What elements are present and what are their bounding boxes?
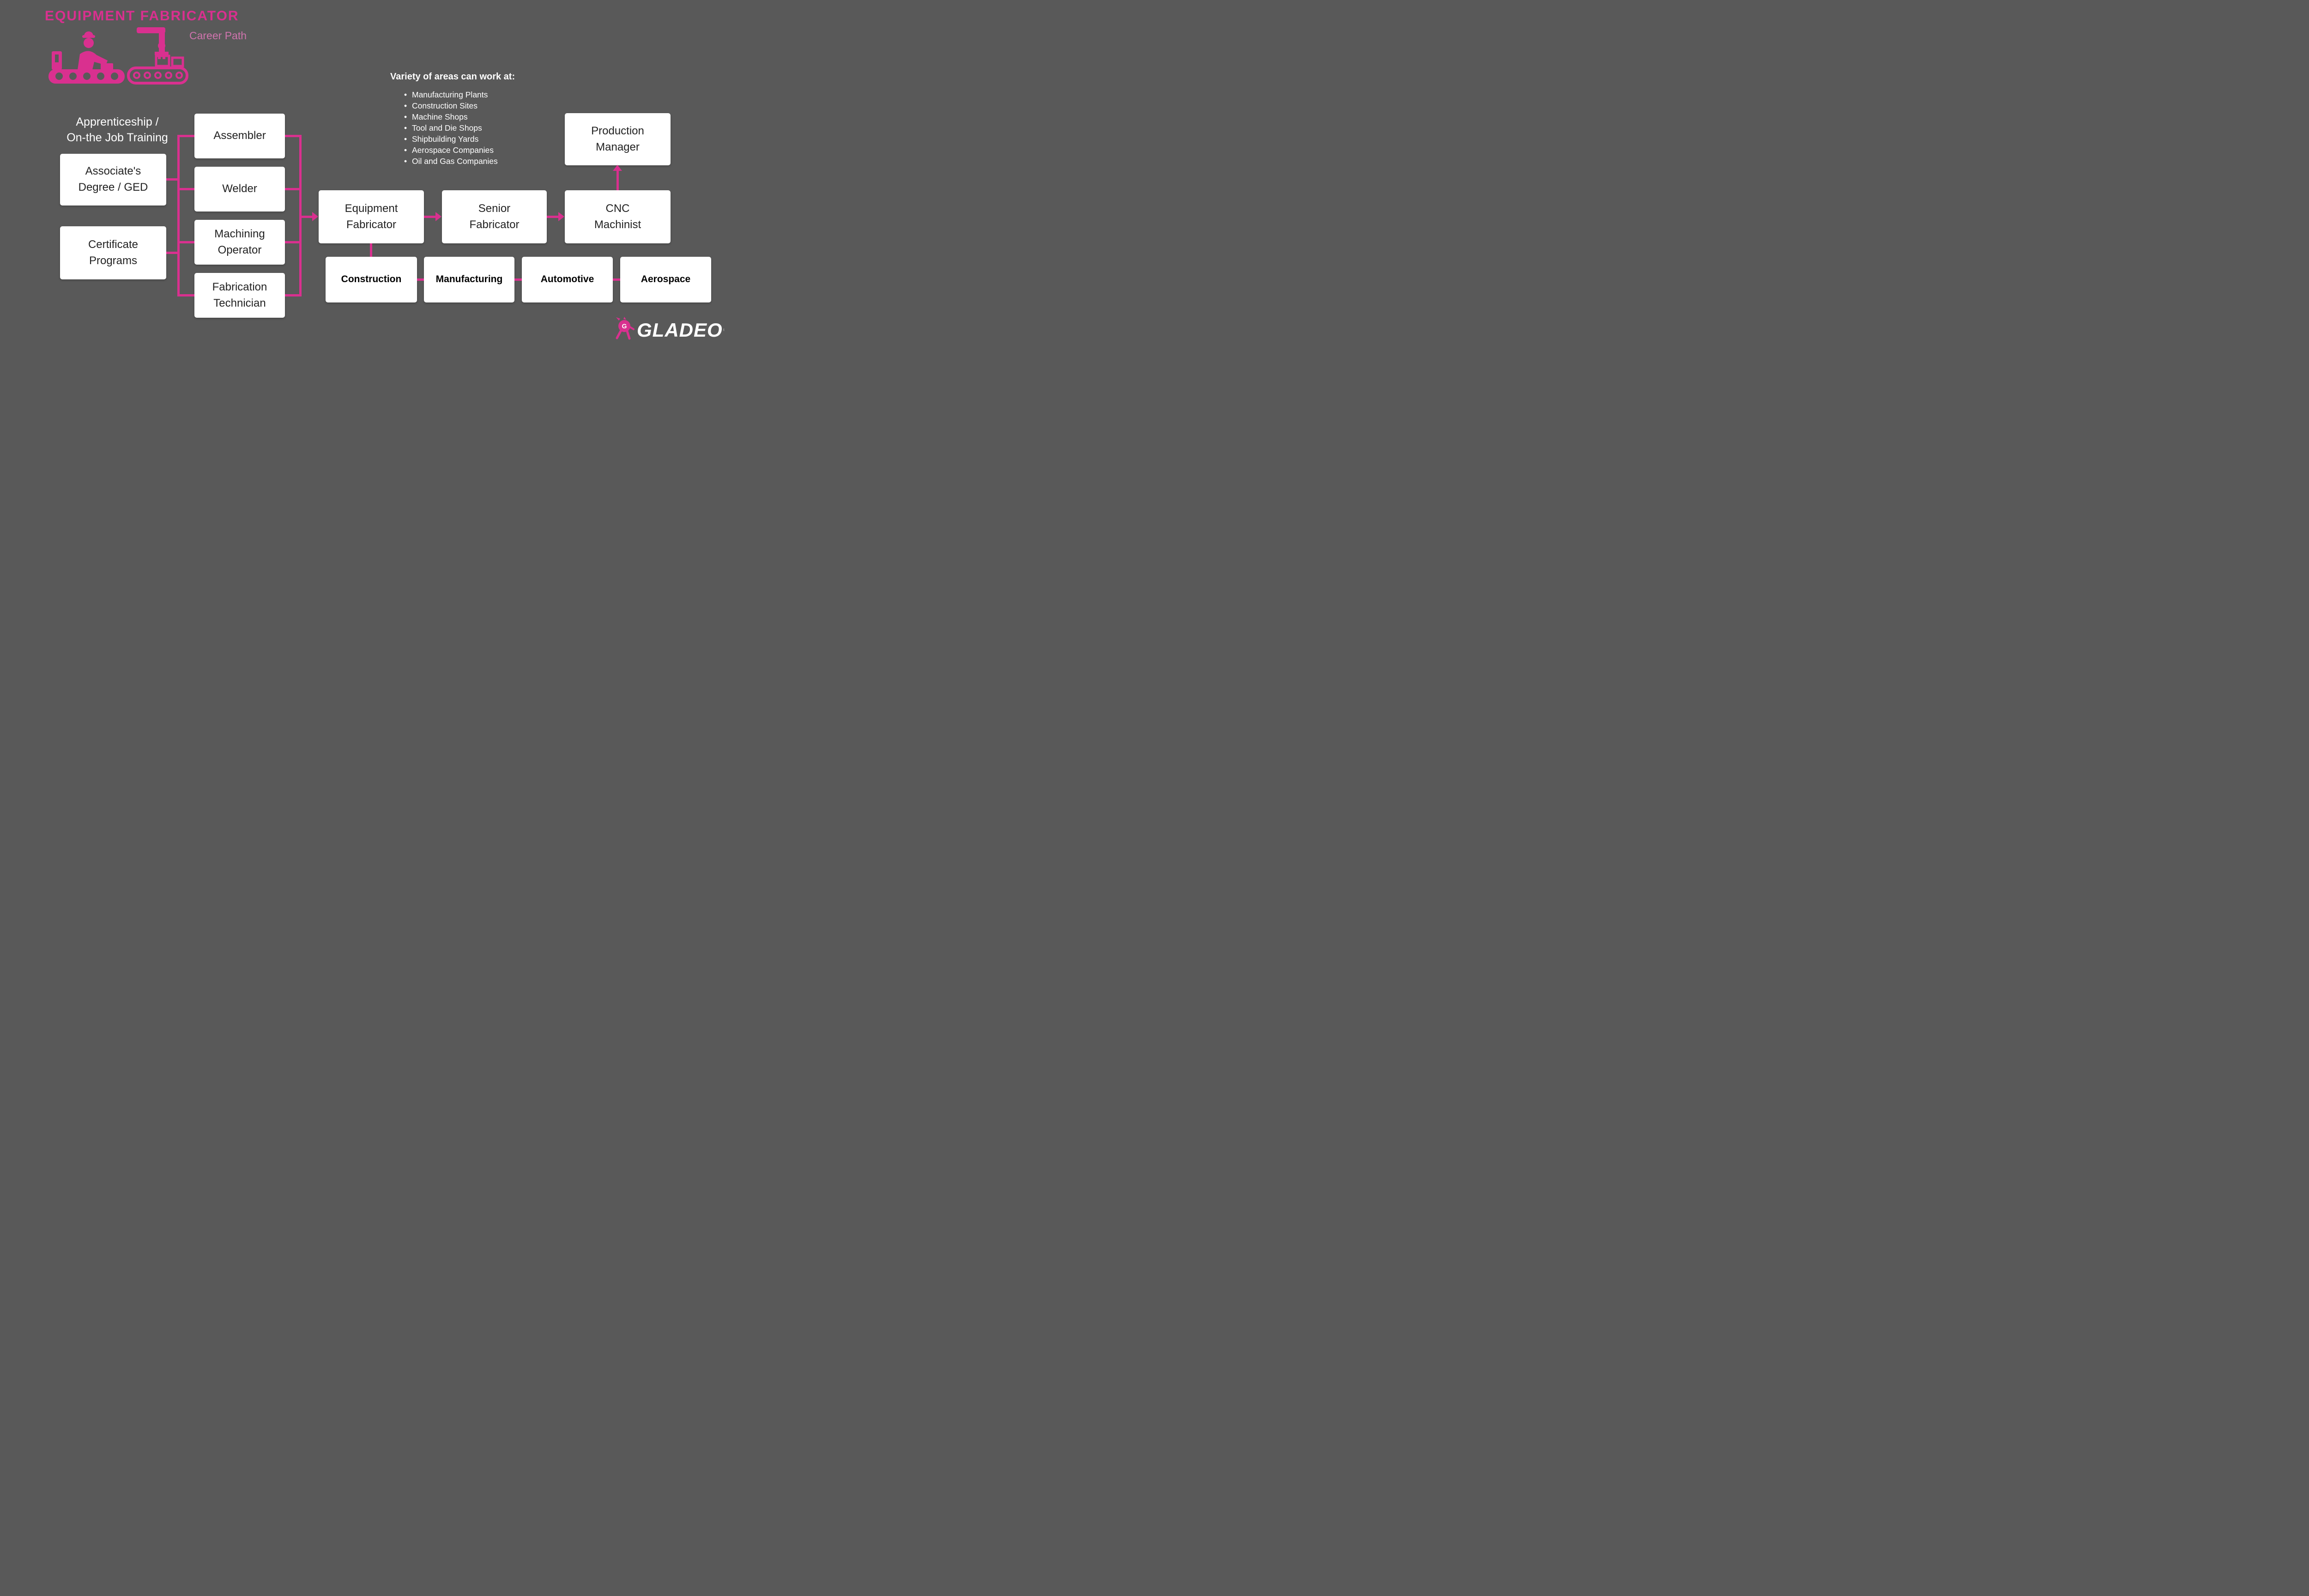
node-certificate-programs: Certificate Programs bbox=[60, 226, 166, 279]
node-fabrication-technician: Fabrication Technician bbox=[194, 273, 285, 318]
work-area-item: Shipbuilding Yards bbox=[404, 133, 515, 145]
work-areas-title: Variety of areas can work at: bbox=[390, 72, 515, 82]
connector-equipment-to-construction bbox=[370, 243, 372, 257]
arrow-into-cnc-machinist bbox=[558, 212, 564, 221]
connector-welder-out bbox=[285, 188, 302, 190]
connector-trunk-to-fabrication bbox=[177, 294, 194, 296]
gladeo-mascot-icon: G bbox=[616, 317, 635, 340]
work-area-item: Manufacturing Plants bbox=[404, 89, 515, 100]
worker-assembly-line-icon bbox=[48, 27, 188, 85]
connector-equipment-to-senior bbox=[424, 216, 436, 218]
work-area-item: Construction Sites bbox=[404, 100, 515, 111]
connector-assembler-out bbox=[285, 135, 302, 137]
node-assembler: Assembler bbox=[194, 114, 285, 158]
connector-associates-to-trunk bbox=[166, 178, 180, 181]
node-industry-automotive: Automotive bbox=[522, 257, 613, 302]
connector-cnc-to-production bbox=[617, 170, 619, 190]
brand-name: GLADEO bbox=[637, 319, 723, 341]
node-senior-fabricator: Senior Fabricator bbox=[442, 190, 547, 243]
connector-senior-to-cnc bbox=[547, 216, 559, 218]
connector-trunk-to-assembler bbox=[177, 135, 194, 137]
node-industry-manufacturing: Manufacturing bbox=[424, 257, 514, 302]
work-areas-section: Variety of areas can work at: Manufactur… bbox=[390, 72, 515, 167]
page-title: EQUIPMENT FABRICATOR bbox=[45, 8, 239, 24]
connector-manufacturing-automotive bbox=[514, 278, 522, 281]
training-label: Apprenticeship / On-the Job Training bbox=[66, 115, 168, 144]
connector-automotive-aerospace bbox=[613, 278, 620, 281]
gladeo-logo: G GLADEO ® bbox=[613, 317, 724, 344]
node-machining-operator: Machining Operator bbox=[194, 220, 285, 265]
node-associates-degree-ged: Associate's Degree / GED bbox=[60, 154, 166, 206]
node-production-manager: Production Manager bbox=[565, 113, 671, 165]
work-area-item: Machine Shops bbox=[404, 111, 515, 122]
work-areas-list: Manufacturing Plants Construction Sites … bbox=[404, 89, 515, 167]
work-area-item: Tool and Die Shops bbox=[404, 122, 515, 133]
work-area-item: Oil and Gas Companies bbox=[404, 156, 515, 167]
connector-certificate-to-trunk bbox=[166, 252, 180, 254]
node-welder: Welder bbox=[194, 167, 285, 212]
svg-text:G: G bbox=[622, 322, 627, 330]
career-path-infographic: EQUIPMENT FABRICATOR Career Path bbox=[0, 0, 724, 362]
connector-left-trunk bbox=[177, 135, 180, 296]
node-equipment-fabricator: Equipment Fabricator bbox=[319, 190, 424, 243]
page-subtitle: Career Path bbox=[189, 30, 247, 42]
connector-trunk-to-welder bbox=[177, 188, 194, 190]
arrow-into-equipment-fabricator bbox=[312, 212, 318, 221]
node-industry-aerospace: Aerospace bbox=[620, 257, 711, 302]
node-industry-construction: Construction bbox=[326, 257, 417, 302]
work-area-item: Aerospace Companies bbox=[404, 145, 515, 156]
arrow-into-senior-fabricator bbox=[435, 212, 441, 221]
connector-construction-manufacturing bbox=[417, 278, 424, 281]
connector-to-equipment-fabricator bbox=[299, 216, 313, 218]
arrow-into-production-manager bbox=[613, 165, 622, 171]
connector-machining-out bbox=[285, 241, 302, 243]
connector-trunk-to-machining bbox=[177, 241, 194, 243]
connector-fabrication-out bbox=[285, 294, 302, 296]
node-cnc-machinist: CNC Machinist bbox=[565, 190, 671, 243]
